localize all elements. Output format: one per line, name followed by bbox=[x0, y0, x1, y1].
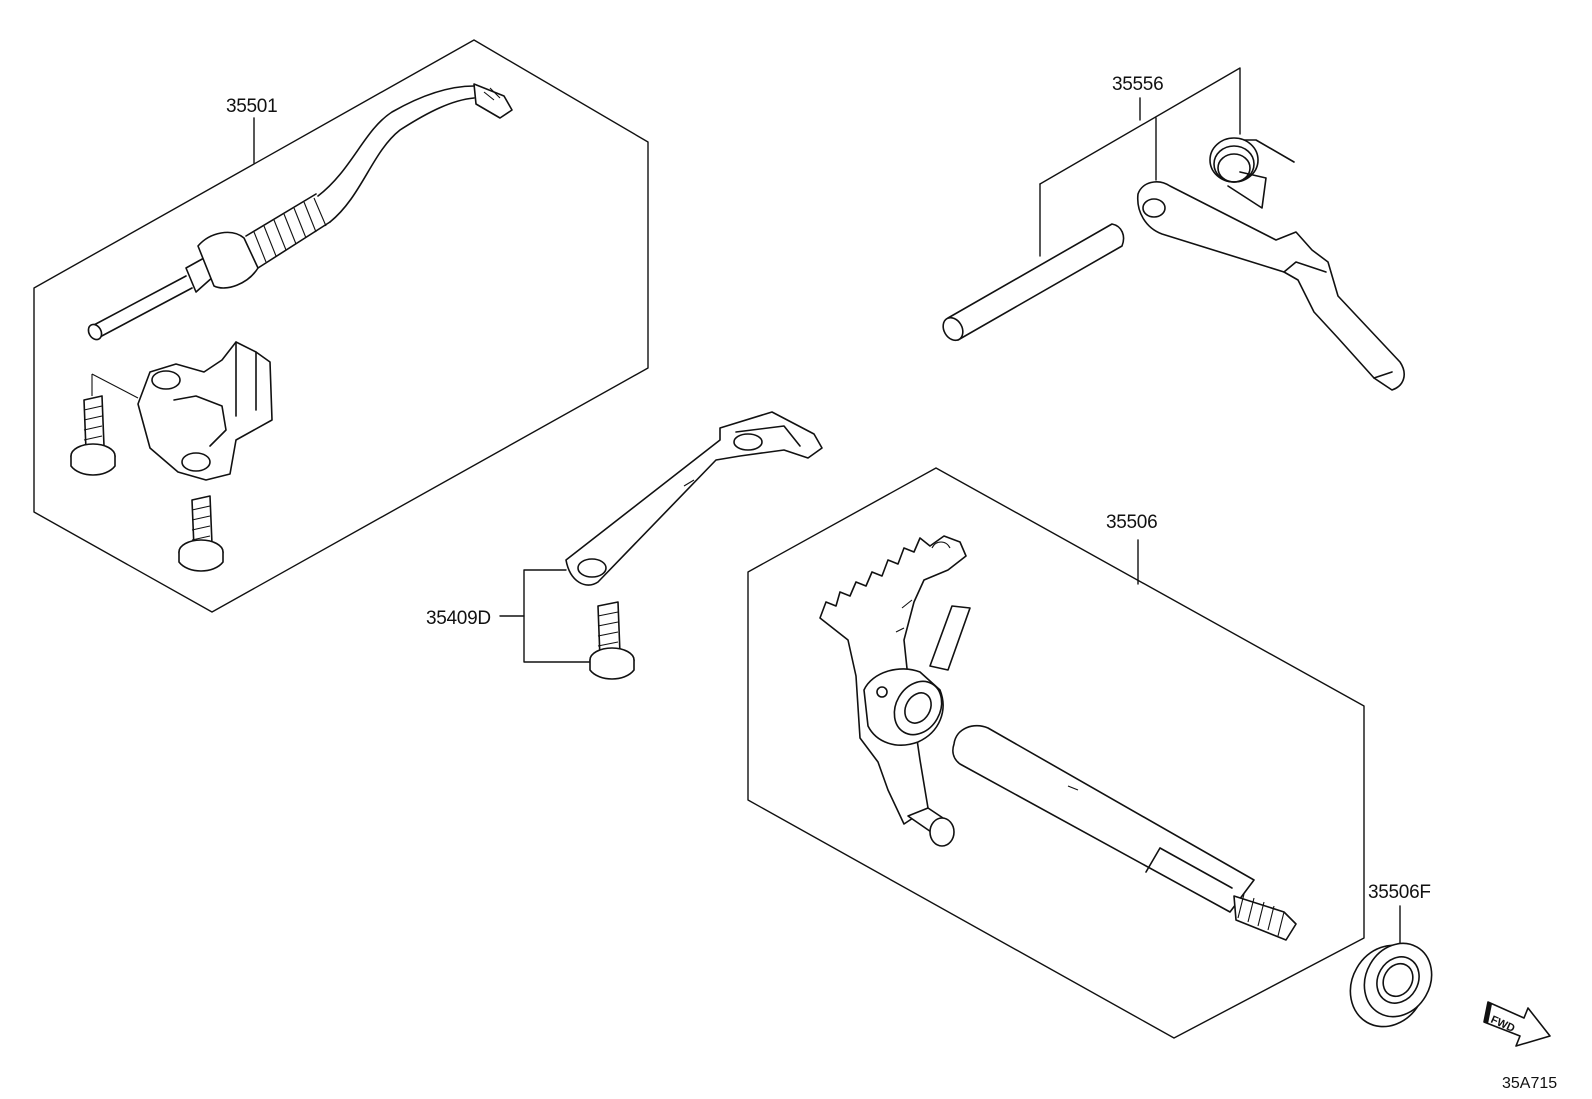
callout-35506[interactable]: 35506 bbox=[1106, 512, 1158, 533]
bolt-icon[interactable] bbox=[589, 601, 635, 680]
bolt-icon[interactable] bbox=[178, 495, 224, 572]
oil-seal[interactable] bbox=[1336, 931, 1445, 1040]
callout-35506f[interactable]: 35506F bbox=[1368, 882, 1431, 903]
shift-shaft[interactable] bbox=[952, 724, 1297, 941]
torsion-spring[interactable] bbox=[1209, 137, 1295, 209]
roll-pin[interactable] bbox=[929, 605, 971, 671]
bolt-icon[interactable] bbox=[70, 395, 116, 476]
shift-arm[interactable] bbox=[1137, 181, 1405, 391]
group-35501: 35501 bbox=[33, 39, 649, 613]
bracket-leader bbox=[91, 373, 139, 399]
group-35506f: 35506F bbox=[1336, 882, 1445, 1040]
fwd-arrow-icon: FWD bbox=[1483, 1001, 1551, 1047]
selector-lever[interactable] bbox=[565, 411, 823, 586]
callout-35556[interactable]: 35556 bbox=[1112, 74, 1164, 95]
group-35409d: 35409D bbox=[426, 411, 823, 680]
group-35506-frame bbox=[747, 467, 1365, 1039]
diagram-code: 35A715 bbox=[1502, 1075, 1557, 1092]
pivot-pin[interactable] bbox=[939, 223, 1125, 344]
callout-35501[interactable]: 35501 bbox=[226, 96, 278, 117]
group-35556: 35556 bbox=[939, 67, 1405, 391]
group-35501-frame bbox=[33, 39, 649, 613]
cable-bracket[interactable] bbox=[137, 341, 273, 481]
group-35506: 35506 bbox=[747, 467, 1365, 1039]
callout-35409d[interactable]: 35409D bbox=[426, 608, 491, 629]
leader-35556-b bbox=[1039, 67, 1241, 185]
shift-cable[interactable] bbox=[86, 83, 513, 342]
stopper-pin[interactable] bbox=[907, 807, 955, 847]
shaft-collar[interactable] bbox=[863, 668, 951, 746]
